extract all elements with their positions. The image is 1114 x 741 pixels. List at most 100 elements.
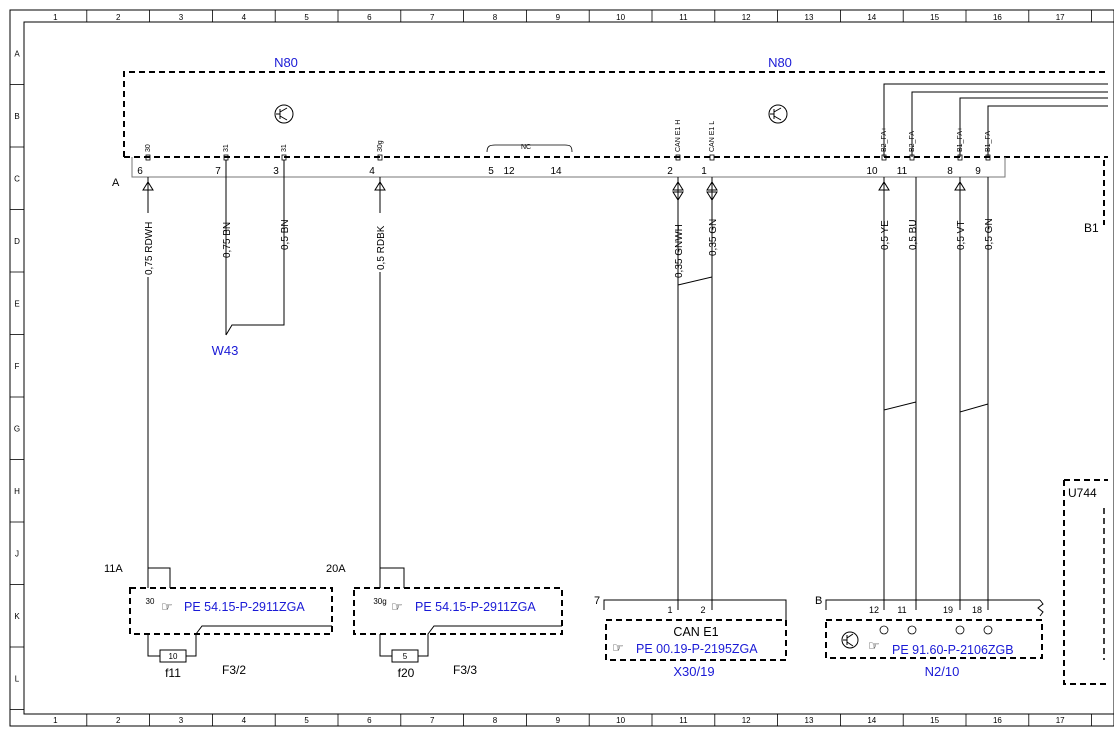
- pin-number: 1: [701, 166, 707, 177]
- wire: 0,75 RDWH: [143, 177, 155, 588]
- fuse-10-icon: [159, 649, 187, 663]
- f11-label: f11: [165, 666, 181, 680]
- nc-pin-12: 12: [503, 166, 515, 177]
- wire: 0,5 VT: [955, 213, 967, 252]
- b1-feed-lines: [883, 83, 1108, 157]
- pin-number: 3: [273, 166, 279, 177]
- row-label: G: [14, 424, 20, 433]
- pin-socket: [985, 154, 991, 161]
- row-label: A: [14, 49, 20, 58]
- column-label: 13: [805, 13, 814, 22]
- transistor-icon: [768, 104, 788, 124]
- x30-19-ref-link[interactable]: PE 00.19-P-2195ZGA: [636, 642, 758, 656]
- pin-name: 31: [281, 144, 288, 152]
- column-label: 17: [1056, 13, 1065, 22]
- n80-pin: 31 3: [273, 144, 288, 177]
- pin-name: B2_FA+: [881, 127, 888, 152]
- n80-pin: CAN E1 L1: [701, 121, 716, 177]
- f3-2-pin-30: 30: [146, 597, 155, 606]
- w43-ground-wire: [225, 177, 285, 336]
- row-label: L: [15, 674, 20, 683]
- n80-pin: B2_FA+10: [866, 127, 888, 177]
- column-label: 9: [556, 13, 561, 22]
- n80-pin: B2_FA-11: [897, 128, 916, 177]
- u744-label: U744: [1068, 486, 1097, 500]
- row-label: C: [14, 174, 20, 183]
- column-label: 3: [179, 716, 184, 725]
- sensor-terminal-icon: [955, 625, 965, 635]
- column-label: 2: [116, 13, 121, 22]
- n80-label-left: N80: [274, 55, 298, 70]
- f3-2-connector: [148, 567, 171, 588]
- w43-label: W43: [212, 343, 239, 358]
- fuse-5-icon: [391, 649, 419, 663]
- f20-label: f20: [398, 666, 415, 680]
- connector-20a-label: 20A: [326, 563, 346, 575]
- f3-3-ref-link[interactable]: PE 54.15-P-2911ZGA: [415, 600, 536, 614]
- sensor-terminal-icon: [879, 625, 889, 635]
- x30-19-pin-2: 2: [700, 605, 705, 615]
- f3-3-label: F3/3: [453, 663, 477, 677]
- hand-pointer-icon: ☞: [161, 599, 173, 614]
- fuse-5-value: 5: [403, 652, 408, 661]
- x30-19-label: X30/19: [673, 664, 714, 679]
- column-label: 7: [430, 13, 435, 22]
- x30-19-pin-1: 1: [667, 605, 672, 615]
- column-label: 14: [867, 13, 876, 22]
- column-label: 12: [742, 13, 751, 22]
- hand-pointer-icon: ☞: [391, 599, 403, 614]
- can-e1-title: CAN E1: [673, 625, 718, 639]
- pin-number: 4: [369, 166, 375, 177]
- pin-number: 8: [947, 166, 953, 177]
- row-label: F: [15, 362, 20, 371]
- can-wire-twist: [677, 177, 713, 610]
- column-label: 13: [805, 716, 814, 725]
- column-label: 6: [367, 716, 372, 725]
- row-label: J: [15, 549, 19, 558]
- connector-a-strip: [131, 157, 1006, 178]
- wire-label: 0,5 BN: [280, 219, 291, 250]
- column-label: 17: [1056, 716, 1065, 725]
- hand-pointer-icon: ☞: [612, 640, 624, 655]
- hand-pointer-icon: ☞: [868, 638, 880, 653]
- n2-10-break: [1037, 599, 1044, 617]
- n2-10-pin-12: 12: [869, 605, 879, 615]
- n2-10-pin-19: 19: [943, 605, 953, 615]
- n2-10-ref-link[interactable]: PE 91.60-P-2106ZGB: [892, 643, 1014, 657]
- n80-pin: 317: [215, 144, 230, 177]
- nc-bracket: [486, 144, 573, 153]
- pin-socket: [675, 154, 681, 161]
- column-label: 14: [867, 716, 876, 725]
- pin-socket: [377, 154, 383, 161]
- row-label: D: [14, 237, 20, 246]
- pin-name: B2_FA-: [909, 128, 916, 152]
- column-label: 10: [616, 13, 625, 22]
- n2-10-pin-18: 18: [972, 605, 982, 615]
- column-label: 15: [930, 716, 939, 725]
- n80-label-right: N80: [768, 55, 792, 70]
- column-label: 2: [116, 716, 121, 725]
- fuse-10-value: 10: [169, 652, 178, 661]
- f3-2-ref-link[interactable]: PE 54.15-P-2911ZGA: [184, 600, 305, 614]
- wire: 0,5 GN: [983, 213, 995, 252]
- pin-socket: [709, 154, 715, 161]
- n2-10-connector: [825, 599, 1040, 610]
- wire-label-gap: [375, 213, 385, 272]
- column-label: 3: [179, 13, 184, 22]
- pin-name: B1_FA+: [957, 127, 964, 152]
- n80-pin: B1_FA-9: [975, 128, 992, 177]
- wire-label: 0,35 GNWH: [674, 224, 685, 278]
- column-label: 4: [242, 13, 247, 22]
- f3-2-fuse-wires: [147, 625, 332, 657]
- n80-pin: B1_FA+ 8: [947, 127, 964, 177]
- column-label: 7: [430, 716, 435, 725]
- u744-outline: [1063, 479, 1108, 685]
- pin-number: 2: [667, 166, 673, 177]
- column-label: 5: [304, 13, 309, 22]
- wire: 0,35 GNWH: [673, 213, 685, 280]
- wire: 0,35 GN: [707, 213, 719, 258]
